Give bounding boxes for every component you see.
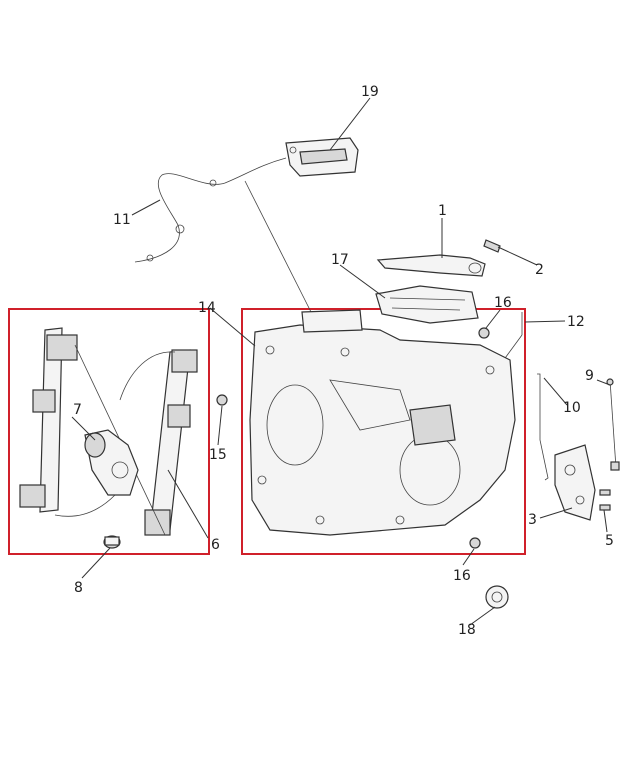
callout-10: 10 bbox=[563, 400, 581, 416]
part-17-handle-bracket bbox=[375, 285, 479, 324]
part-6-window-regulator bbox=[19, 327, 198, 536]
part-9-link bbox=[606, 378, 620, 471]
part-5-screws bbox=[599, 489, 611, 511]
part-16-nut-lower bbox=[469, 537, 481, 549]
callout-17: 17 bbox=[331, 252, 349, 268]
part-8-grommet bbox=[103, 535, 121, 549]
callout-1: 1 bbox=[438, 203, 447, 219]
callout-19: 19 bbox=[361, 84, 379, 100]
callout-5: 5 bbox=[605, 533, 614, 549]
callout-9: 9 bbox=[585, 368, 594, 384]
part-1-outside-handle bbox=[376, 254, 486, 277]
callout-16-upper: 16 bbox=[494, 295, 512, 311]
callout-15: 15 bbox=[209, 447, 227, 463]
part-3-latch bbox=[554, 444, 596, 521]
part-7-motor bbox=[84, 429, 139, 496]
callout-7: 7 bbox=[73, 402, 82, 418]
callout-3: 3 bbox=[528, 512, 537, 528]
callout-16-lower: 16 bbox=[453, 568, 471, 584]
part-16-nut-upper bbox=[478, 327, 490, 339]
part-2-screw bbox=[483, 239, 501, 253]
part-11-cable bbox=[134, 157, 312, 313]
callout-11: 11 bbox=[113, 212, 131, 228]
callout-18: 18 bbox=[458, 622, 476, 638]
callout-6: 6 bbox=[211, 537, 220, 553]
part-10-rod bbox=[537, 373, 549, 481]
callout-14: 14 bbox=[198, 300, 216, 316]
callout-8: 8 bbox=[74, 580, 83, 596]
leader-lines bbox=[71, 97, 611, 626]
part-19-inside-handle bbox=[285, 137, 359, 177]
callout-12: 12 bbox=[567, 314, 585, 330]
callout-2: 2 bbox=[535, 262, 544, 278]
part-15-clip bbox=[216, 394, 228, 406]
highlight-box-window-regulator bbox=[8, 308, 210, 555]
part-14-door-module-panel bbox=[249, 309, 516, 536]
part-18-plug bbox=[485, 585, 509, 609]
callout-labels: 19 1 2 17 16 12 11 14 15 7 6 8 10 9 3 5 … bbox=[73, 84, 614, 638]
